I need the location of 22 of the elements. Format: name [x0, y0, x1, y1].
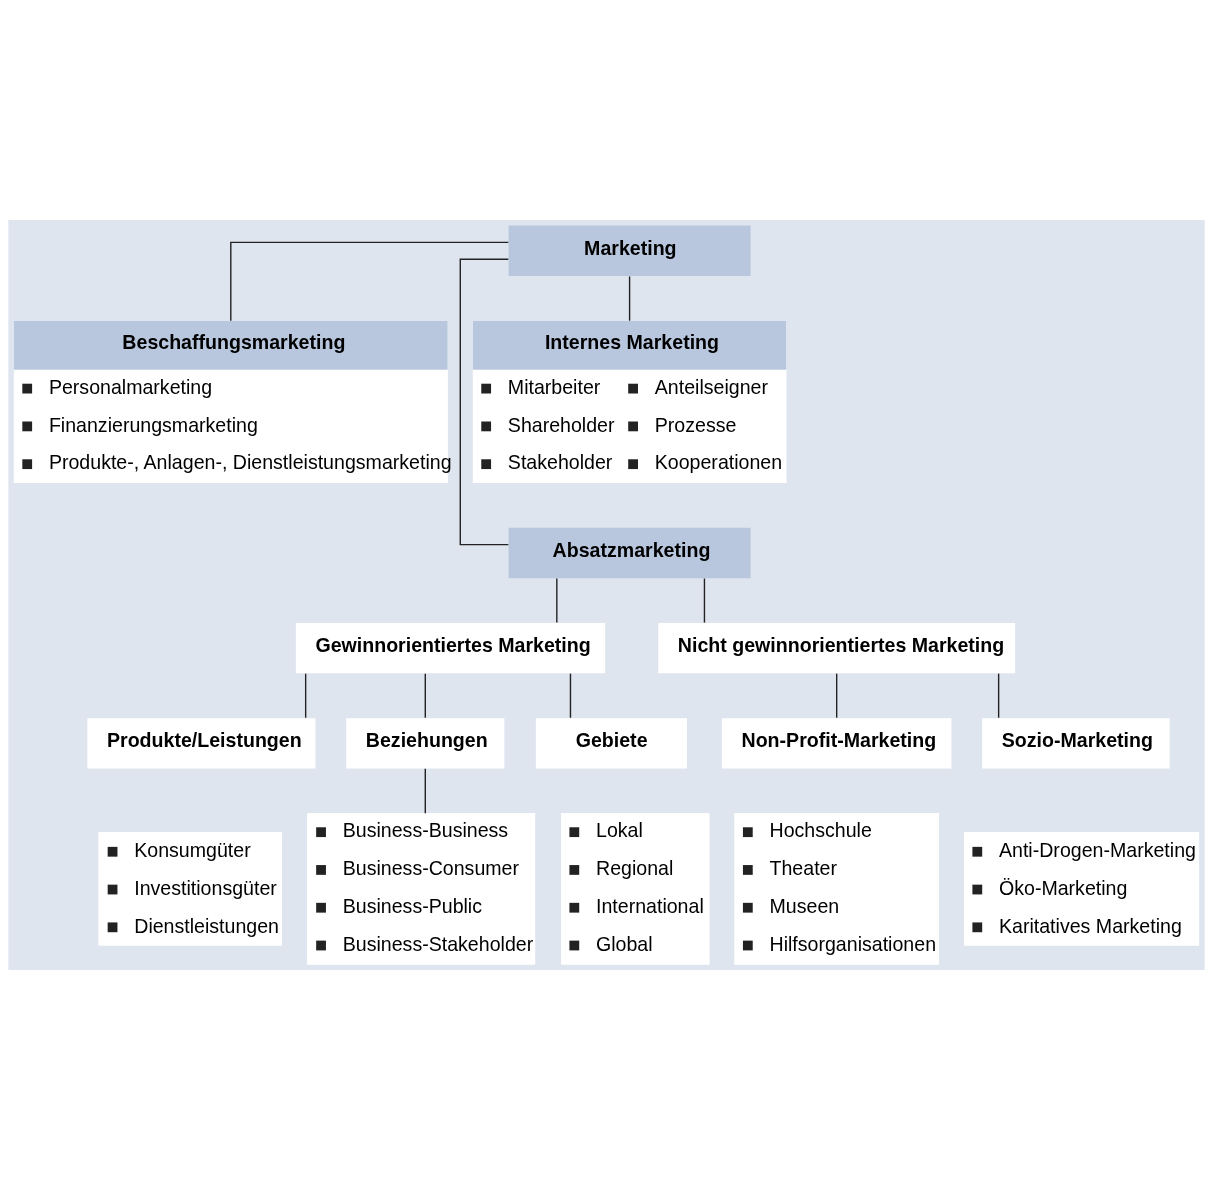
connector	[304, 672, 307, 718]
node-box: Marketing	[508, 225, 751, 276]
node-box: Non-Profit-Marketing	[721, 717, 952, 768]
node-box: Gebiete	[535, 717, 687, 768]
connector	[997, 672, 1000, 718]
node-box: Nicht gewinnorientiertes Marketing	[658, 622, 1016, 673]
connector	[230, 241, 509, 321]
connector	[424, 672, 426, 718]
connector	[459, 258, 510, 545]
connector	[424, 767, 426, 814]
connector	[703, 577, 706, 623]
node-box: Gewinnorientiertes Marketing	[295, 622, 606, 673]
node-box: Beziehungen	[346, 717, 505, 768]
connector	[628, 275, 631, 321]
node-text: Beschaffungsmarketing Personalmarketing Finanzierungsmarketing Produkte-, Anlagen-, Dienstleistungsmarketing	[48, 330, 452, 473]
connector	[569, 672, 572, 718]
node-box: Absatzmarketing	[508, 527, 751, 578]
connector	[835, 672, 838, 718]
node-box: Produkte/Leistungen	[87, 717, 316, 768]
connector	[556, 577, 558, 623]
node-text: Internes Marketing Mitarbeiter Anteilseigner Shareholder Prozesse Stakeholder Kooperationen	[507, 330, 783, 473]
node-box: Sozio-Marketing	[982, 717, 1170, 768]
